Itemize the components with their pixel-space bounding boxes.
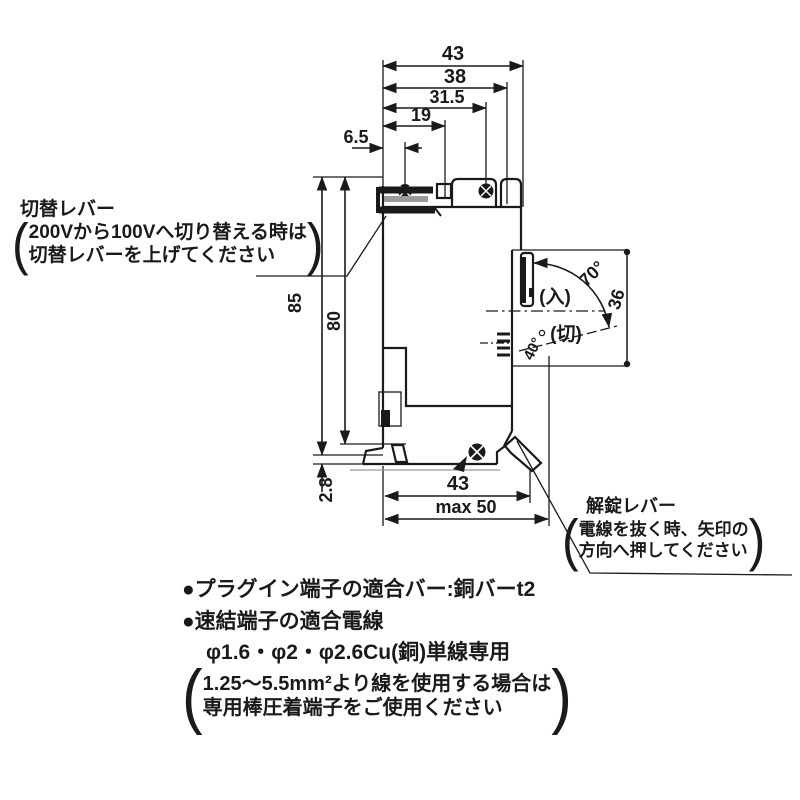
- release-lever-title: 解錠レバー: [586, 496, 676, 516]
- release-lever-drawing: [453, 406, 543, 473]
- specification-notes: ●プラグイン端子の適合バー:銅バーt2 ●速結端子の適合電線 φ1.6・φ2・φ…: [182, 574, 572, 731]
- switch-lever-note-line1: 200Vから100Vへ切り替える時は: [28, 222, 307, 243]
- switch-lever-title: 切替レバー: [20, 199, 116, 220]
- note-wire-sizes: φ1.6・φ2・φ2.6Cu(銅)単線専用: [206, 641, 511, 664]
- handle-swing-arc: [533, 257, 613, 328]
- off-position-dot: [538, 329, 546, 337]
- angle-40: 40°: [520, 335, 545, 363]
- switch-lever-note-line2: 切替レバーを上げてください: [28, 245, 276, 267]
- breaker-body-outline: [350, 177, 523, 471]
- dim-38: 38: [444, 66, 466, 88]
- angle-70: 70°: [575, 257, 608, 290]
- switch-lever-drawing: [376, 186, 442, 217]
- off-position-centerline: [518, 325, 618, 352]
- dimension-lines: [316, 60, 549, 525]
- dim-80: 80: [324, 311, 344, 331]
- terminal-slot: [435, 182, 453, 200]
- terminal-screw-right: [478, 183, 494, 199]
- push-direction-arrow-icon: [453, 456, 467, 472]
- open-paren: (: [562, 507, 579, 573]
- note-stranded-wire-line1: 1.25〜5.5mm²より線を使用する場合は: [202, 673, 552, 695]
- close-paren: ): [748, 507, 766, 573]
- case-grip-teeth: [497, 332, 510, 357]
- mounting-screw: [468, 443, 486, 461]
- release-lever-note-line1: 電線を抜く時、矢印の: [578, 519, 749, 539]
- dim-36: 36: [604, 287, 629, 312]
- release-lever-leader: [516, 440, 793, 576]
- dim-max-50: max 50: [435, 497, 496, 517]
- on-position-tick: [529, 288, 534, 297]
- din-rail-clip: [390, 443, 409, 464]
- dim-6-5: 6.5: [343, 127, 368, 147]
- handle-swing-envelope: [480, 248, 631, 368]
- switch-lever-callout: 切替レバー ( 200Vから100Vへ切り替える時は 切替レバーを上げてください…: [12, 194, 324, 276]
- note-plugin-terminal: ●プラグイン端子の適合バー:銅バーt2: [182, 578, 536, 601]
- close-paren: ): [306, 211, 324, 276]
- label-on: (入): [539, 286, 571, 308]
- dimension-labels: 43 38 31.5 19 6.5 85 80 2.8 43 max 50 36…: [285, 43, 629, 517]
- release-lever-note-line2: 方向へ押してください: [578, 540, 748, 560]
- terminal-bump-middle: [450, 177, 498, 207]
- dim-43-top: 43: [442, 43, 464, 65]
- release-lever-callout: 解錠レバー ( 電線を抜く時、矢印の 方向へ押してください ): [562, 492, 765, 569]
- operating-handle-drawing: [519, 251, 535, 308]
- dim-31-5: 31.5: [429, 87, 464, 107]
- dim-85: 85: [285, 293, 305, 313]
- terminal-bump-right: [499, 177, 523, 207]
- open-paren: (: [182, 656, 203, 736]
- note-stranded-wire-line2: 専用棒圧着端子をご使用ください: [202, 697, 503, 720]
- dim-43-bottom: 43: [447, 473, 469, 495]
- open-paren: (: [12, 211, 29, 276]
- label-off: (切): [550, 323, 582, 345]
- dim-2-8: 2.8: [316, 477, 336, 502]
- note-quick-terminal: ●速結端子の適合電線: [182, 609, 384, 633]
- dim-19: 19: [411, 105, 431, 125]
- close-paren: ): [551, 656, 572, 736]
